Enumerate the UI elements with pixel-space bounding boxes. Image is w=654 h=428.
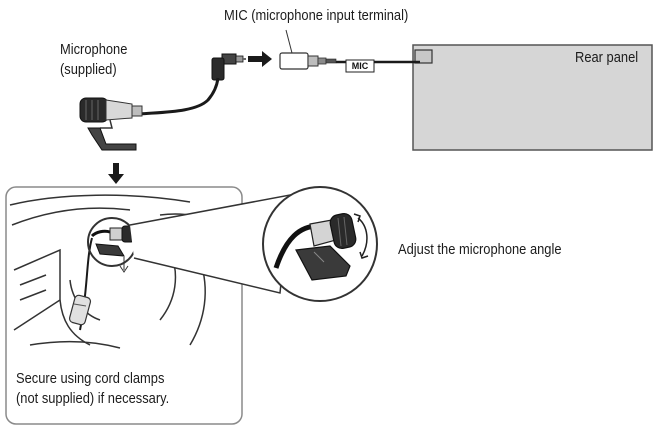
adjust-angle-label: Adjust the microphone angle xyxy=(398,241,562,258)
rotate-icon xyxy=(353,213,369,259)
mic-plug xyxy=(211,53,246,81)
secure-note: Secure using cord clamps (not supplied) … xyxy=(16,369,169,409)
mic-tag-label: MIC xyxy=(351,61,369,71)
microphone-label-line1: Microphone xyxy=(60,41,128,58)
secure-note-line2: (not supplied) if necessary. xyxy=(16,390,170,407)
microphone-icon xyxy=(79,97,143,151)
rear-panel-box xyxy=(412,44,653,151)
mic-cable xyxy=(139,77,220,116)
mic-terminal-connector xyxy=(279,52,337,70)
mic-terminal-leader xyxy=(285,29,293,54)
microphone-label: Microphone (supplied) xyxy=(60,40,127,80)
rear-panel-mic-socket xyxy=(414,49,433,64)
mic-terminal-label: MIC (microphone input terminal) xyxy=(224,7,409,24)
secure-note-line1: Secure using cord clamps xyxy=(16,370,165,387)
microphone-label-line2: (supplied) xyxy=(60,61,117,78)
rear-panel-label: Rear panel xyxy=(575,49,639,66)
inset-small-arrow-icon xyxy=(119,265,129,273)
cord-clamp-icon xyxy=(68,294,92,326)
magnified-microphone-icon xyxy=(273,212,357,281)
mic-tag-box xyxy=(345,59,375,73)
arrow-right-icon xyxy=(248,51,272,67)
arrow-down-icon xyxy=(108,163,124,184)
